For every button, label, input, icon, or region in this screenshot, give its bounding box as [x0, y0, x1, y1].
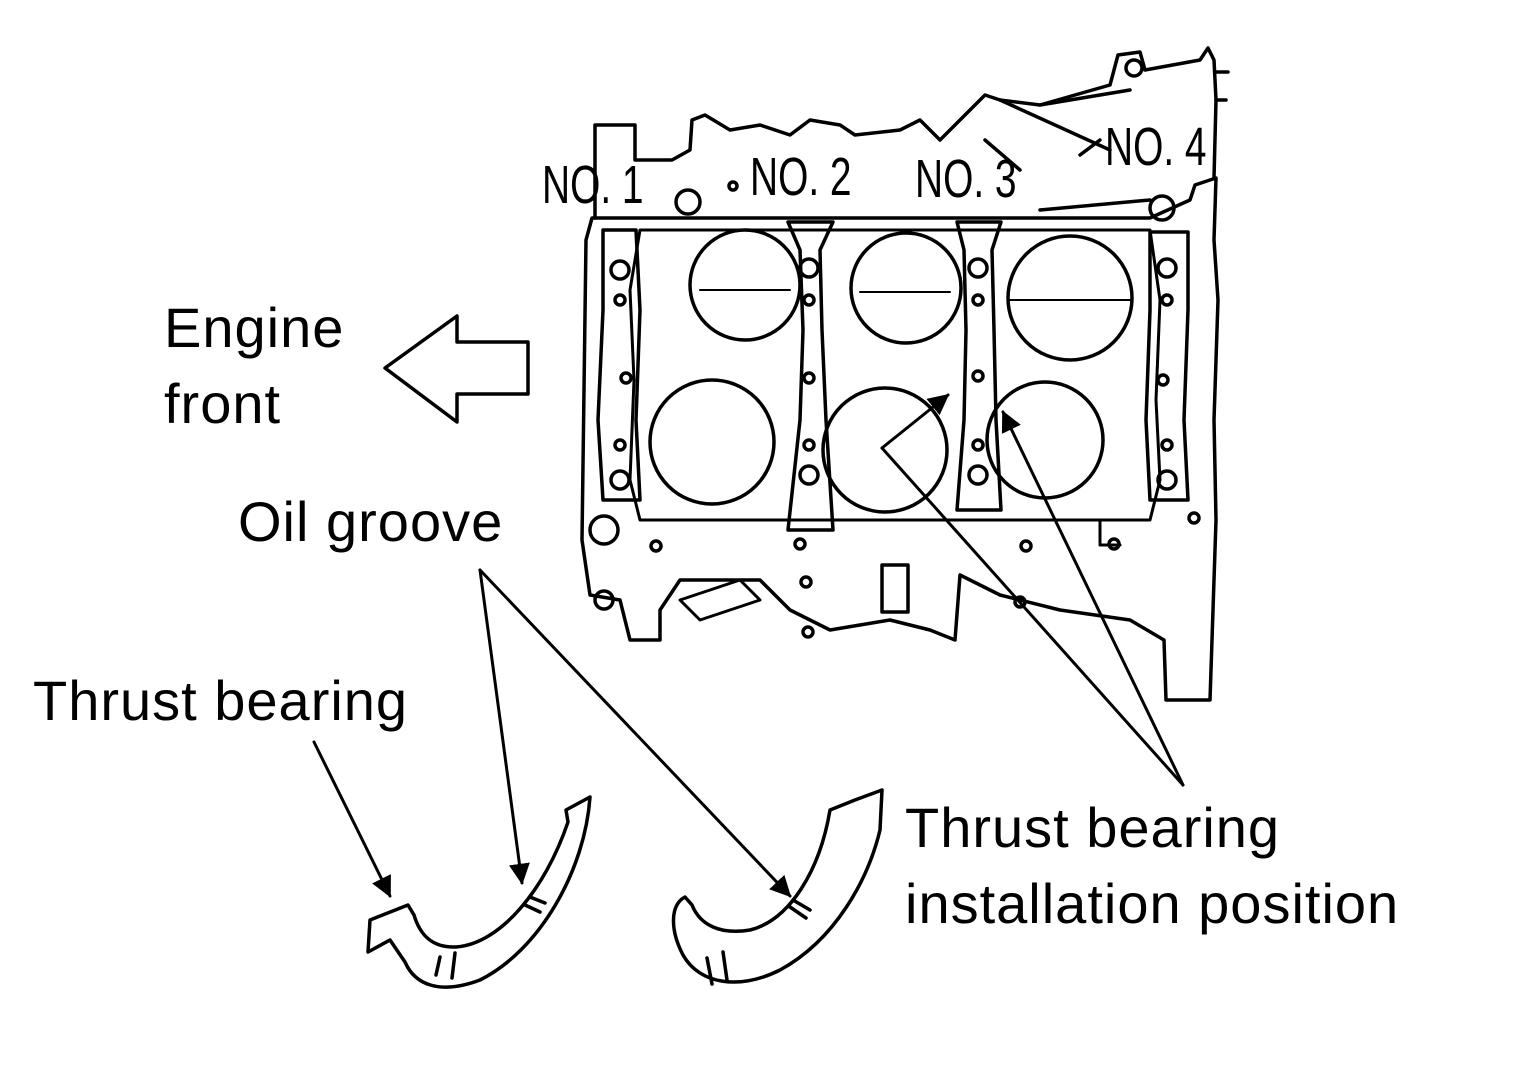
bearing-cap-2 — [786, 220, 835, 532]
engine-front-arrow — [383, 314, 530, 424]
journal-label-2: NO. 2 — [750, 147, 852, 207]
thrust-bearing-right — [671, 788, 884, 986]
install-position-label-1: Thrust bearing — [905, 796, 1281, 859]
journal-label-3: NO. 3 — [915, 149, 1017, 209]
bearing-cap-4 — [1144, 230, 1190, 502]
thrust-bearing-left — [366, 795, 592, 989]
leader-lines — [312, 393, 1185, 898]
install-position-label-2: installation position — [905, 872, 1400, 935]
journal-label-4: NO. 4 — [1105, 117, 1207, 177]
engine-front-label-1: Engine — [164, 296, 345, 359]
cylinder-block — [580, 46, 1230, 702]
journal-label-1: NO. 1 — [542, 155, 644, 215]
bearing-cap-3 — [955, 220, 1003, 512]
thrust-bearing-label: Thrust bearing — [33, 669, 409, 732]
bearing-cap-1 — [596, 228, 642, 502]
engine-front-label-2: front — [164, 372, 282, 435]
oil-groove-label: Oil groove — [238, 490, 504, 553]
